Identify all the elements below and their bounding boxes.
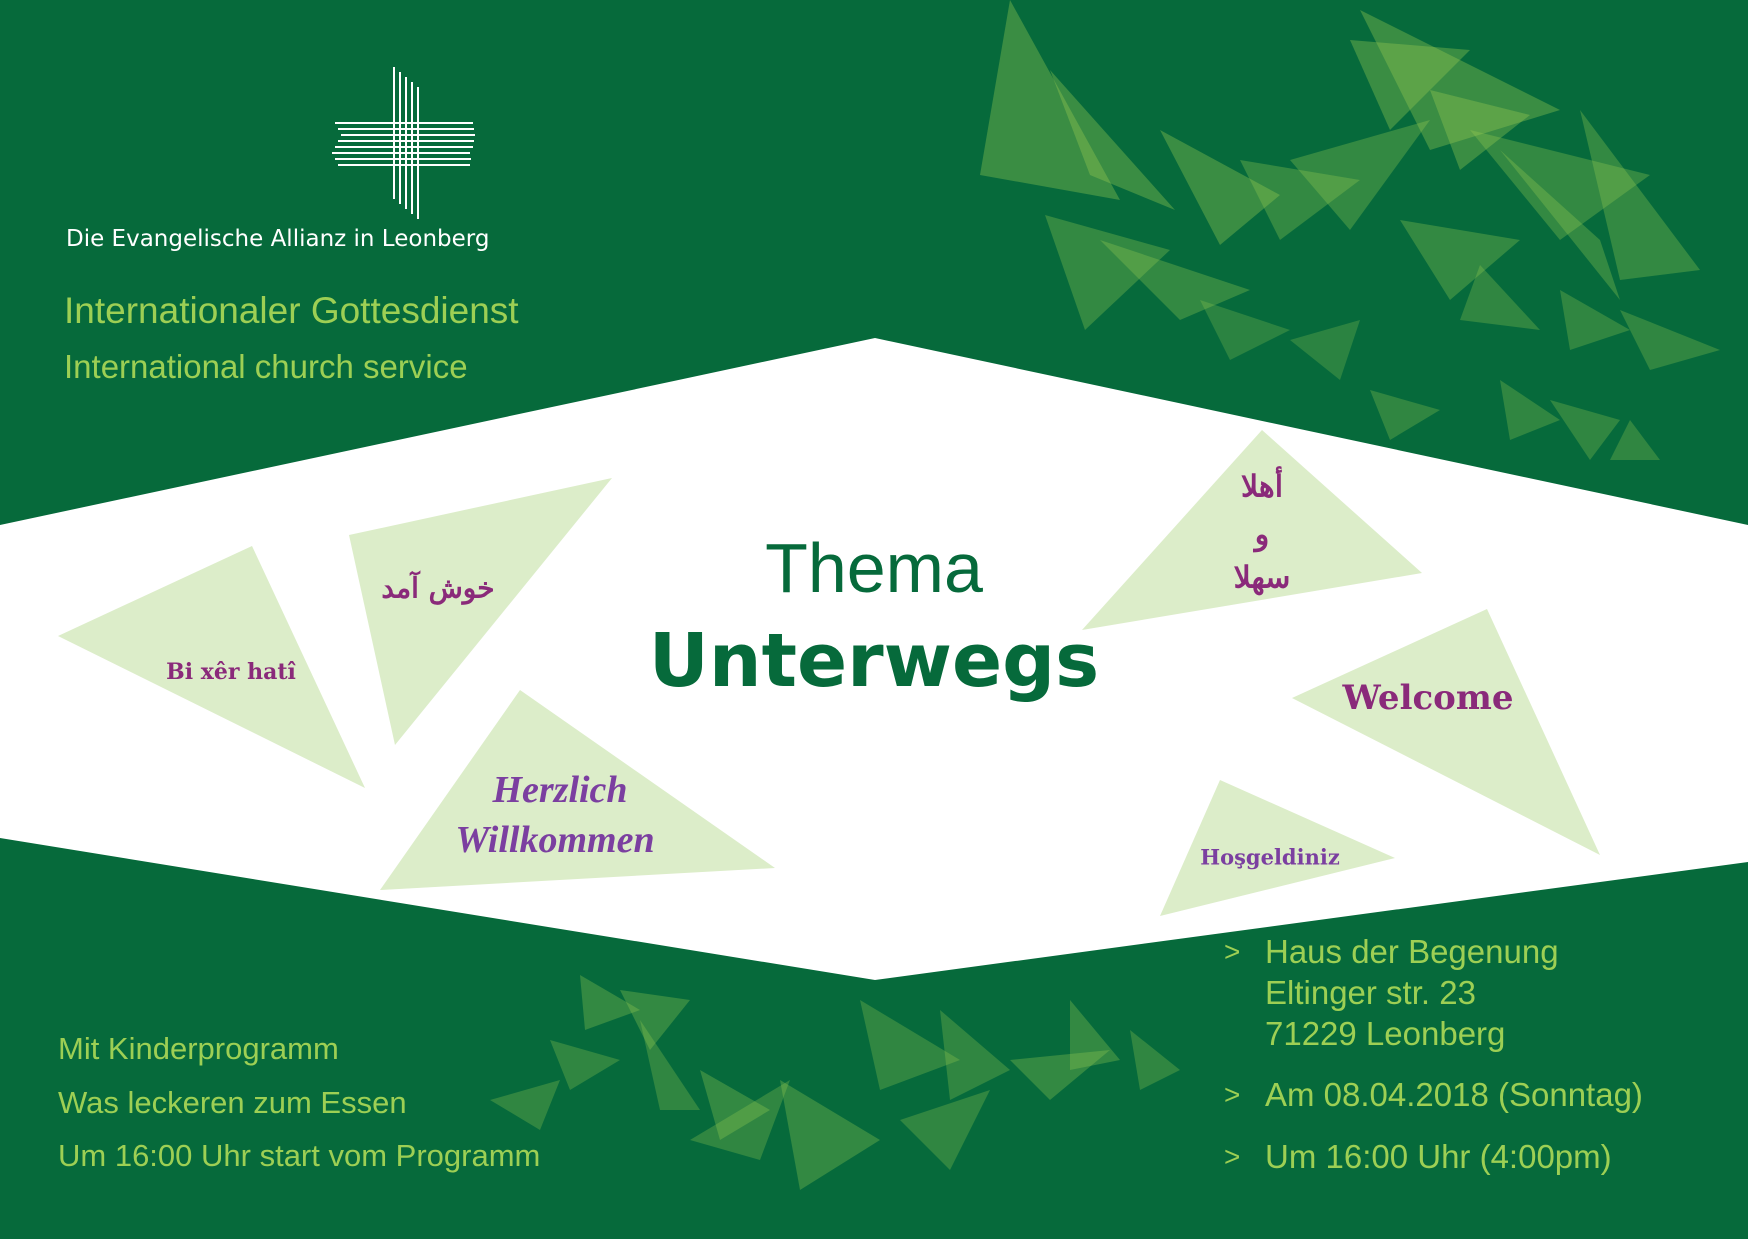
greeting-english: Welcome [1342,678,1514,718]
decorative-triangles-bottom [490,975,1180,1190]
venue-street: Eltinger str. 23 [1265,974,1476,1011]
event-time: Um 16:00 Uhr (4:00pm) [1265,1138,1612,1175]
greeting-persian: خوش آمد [381,571,495,605]
decorative-triangles-top [980,0,1720,460]
triangle-german [380,690,775,890]
note-food: Was leckeren zum Essen [58,1085,407,1120]
triangle-persian [349,478,612,745]
greeting-german-line1: Herzlich [492,769,628,811]
service-title-de: Internationaler Gottesdienst [64,290,519,331]
venue-city: 71229 Leonberg [1265,1015,1506,1052]
greeting-arabic-line2: و [1254,517,1270,553]
service-title-en: International church service [64,348,468,385]
triangle-arabic [1082,430,1422,630]
note-children: Mit Kinderprogramm [58,1031,339,1066]
triangle-turkish [1160,780,1395,916]
bullet-time: > [1224,1141,1241,1172]
greeting-arabic-line1: أهلا [1240,469,1284,505]
theme-title: Unterwegs [648,618,1100,704]
event-date: Am 08.04.2018 (Sonntag) [1265,1076,1643,1113]
bullet-venue: > [1224,936,1241,967]
triangle-english [1292,609,1600,855]
triangle-kurdish [58,546,365,788]
greeting-turkish: Hoşgeldiniz [1200,844,1340,870]
theme-label: Thema [765,529,983,607]
bullet-date: > [1224,1079,1241,1110]
organization-name: Die Evangelische Allianz in Leonberg [66,226,490,252]
note-start-time: Um 16:00 Uhr start vom Programm [58,1138,541,1173]
greeting-kurdish: Bi xêr hatî [166,659,296,685]
greeting-arabic-line3: سهلا [1233,560,1291,596]
venue-name: Haus der Begenung [1265,933,1559,970]
cross-logo-icon [332,67,475,219]
greeting-triangles [58,430,1600,916]
greeting-german-line2: Willkommen [455,819,655,861]
